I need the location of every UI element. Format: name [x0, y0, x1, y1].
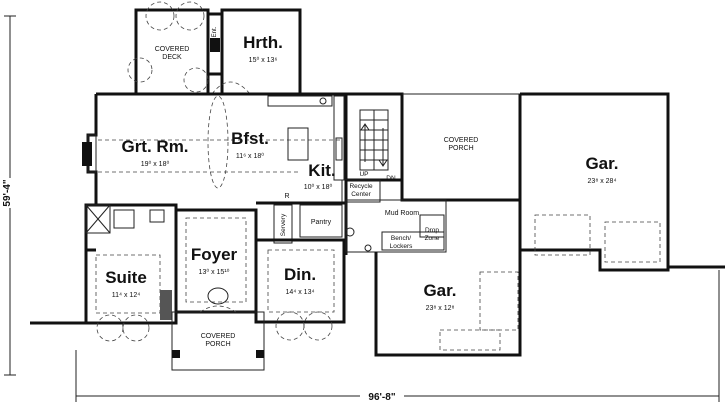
- stair-down-label: DN: [386, 175, 396, 182]
- great-room-size: 19⁰ x 18⁰: [141, 160, 170, 168]
- breakfast-name: Bfst.: [231, 129, 269, 148]
- overall-width-label: 96'-8": [368, 392, 395, 403]
- entry-vestibule: [206, 12, 224, 76]
- suite-name: Suite: [105, 268, 147, 287]
- entry-label: Ent.: [212, 26, 218, 37]
- breakfast-size: 11⁶ x 18⁰: [236, 152, 264, 160]
- kitchen-cabinets: [267, 95, 345, 181]
- main-block-walls: [82, 92, 348, 252]
- garage-small-size: 23⁸ x 12⁸: [426, 305, 455, 312]
- front-covered-porch: [171, 305, 265, 371]
- garage-small: [374, 250, 522, 357]
- hearth-room-size: 15⁰ x 13⁶: [249, 56, 278, 64]
- garage-large-name: Gar.: [585, 154, 618, 173]
- bench-label-2: Lockers: [390, 243, 414, 250]
- width-label-bg: [360, 389, 404, 403]
- hearth-room: [211, 8, 302, 96]
- refrigerator-label: R: [284, 193, 289, 200]
- suite-size: 11⁴ x 12⁴: [112, 292, 140, 299]
- service-area: [256, 180, 447, 255]
- garage-large-size: 23⁸ x 28⁴: [588, 178, 617, 185]
- hearth-room-name: Hrth.: [243, 33, 283, 52]
- dimension-lines: [4, 15, 720, 402]
- rear-covered-porch: [400, 93, 522, 202]
- front-porch-label-2: PORCH: [205, 341, 230, 348]
- drop-zone-label-1: Drop: [425, 227, 439, 234]
- stair-up-label: UP: [359, 171, 368, 178]
- stairwell: [344, 92, 404, 182]
- overall-depth-label: 59'-4": [2, 179, 13, 206]
- garage-small-name: Gar.: [423, 281, 456, 300]
- dining-name: Din.: [284, 265, 316, 284]
- bench-label-1: Bench/: [391, 235, 411, 242]
- suite-walls: [84, 203, 178, 342]
- rear-porch-label-2: PORCH: [448, 145, 473, 152]
- drop-zone-label-2: Zone: [425, 235, 440, 242]
- mud-room-label: Mud Room: [385, 210, 419, 217]
- recycle-label-2: Center: [351, 191, 371, 198]
- foyer-name: Foyer: [191, 245, 238, 264]
- pantry-label: Pantry: [311, 219, 332, 226]
- recycle-label-1: Recycle: [349, 183, 373, 190]
- dining-size: 14⁴ x 13⁴: [286, 289, 315, 296]
- foyer-size: 13⁰ x 15¹⁰: [199, 268, 230, 276]
- rear-porch-label-1: COVERED: [444, 137, 479, 144]
- kitchen-name: Kit.: [308, 161, 335, 180]
- dining-walls: [254, 238, 346, 341]
- depth-label-bg: [2, 178, 18, 208]
- kitchen-size: 10⁰ x 18⁰: [304, 183, 333, 191]
- recycle-box: [341, 179, 381, 203]
- servery-label: Servery: [280, 213, 287, 236]
- great-room-name: Grt. Rm.: [121, 137, 188, 156]
- covered-deck-label-2: DECK: [162, 54, 182, 61]
- front-porch-label-1: COVERED: [201, 333, 236, 340]
- covered-deck-label-1: COVERED: [155, 46, 190, 53]
